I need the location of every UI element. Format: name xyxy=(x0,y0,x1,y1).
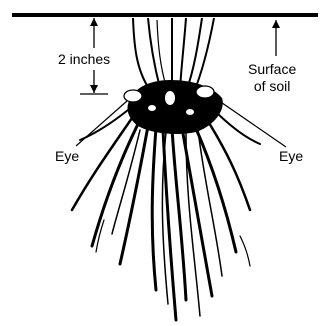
eye-left-leader xyxy=(76,101,127,146)
surface-label-line2: of soil xyxy=(248,78,296,95)
eye-bud-left xyxy=(124,90,142,102)
eye-bud-right xyxy=(196,86,214,98)
crown xyxy=(124,80,223,134)
surface-of-soil-label: Surface of soil xyxy=(248,61,296,95)
roots xyxy=(72,110,260,320)
surface-pointer-arrow xyxy=(272,20,280,56)
eye-right-label: Eye xyxy=(279,148,303,165)
eye-left-label: Eye xyxy=(55,148,79,165)
surface-label-line1: Surface xyxy=(248,61,296,78)
depth-label: 2 inches xyxy=(58,51,110,68)
